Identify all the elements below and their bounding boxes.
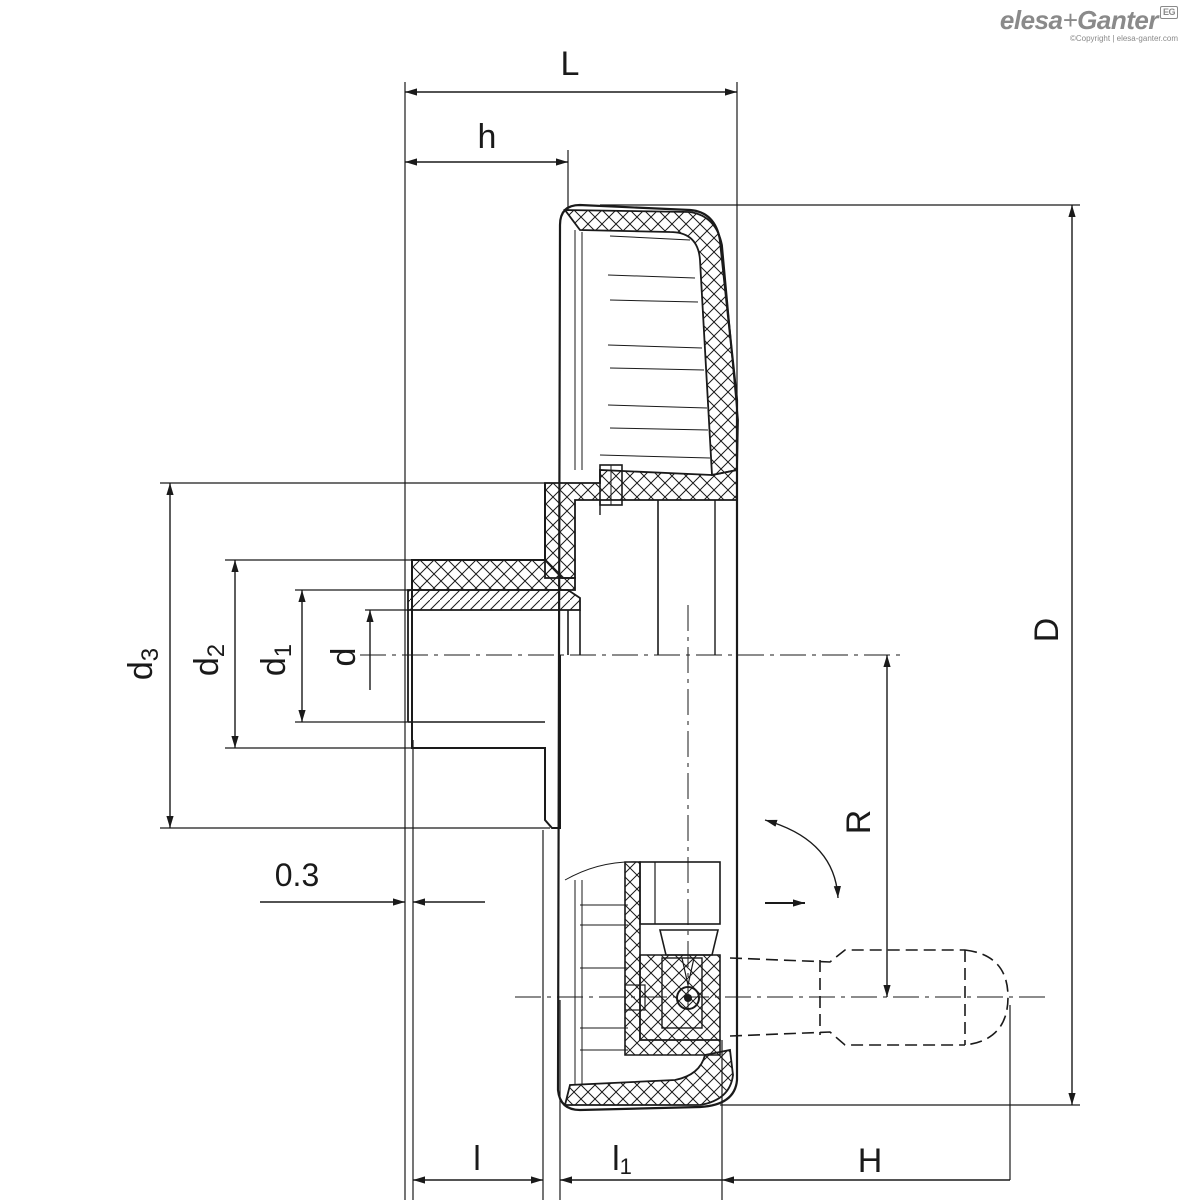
rotate-arrow bbox=[764, 819, 841, 899]
label-D: D bbox=[1028, 618, 1066, 643]
svg-text:d1: d1 bbox=[255, 644, 297, 676]
label-h: h bbox=[478, 118, 497, 156]
dimension-labels: L h D d3 d2 d1 d R 0.3 l l1 H bbox=[122, 45, 1066, 1180]
label-R: R bbox=[840, 810, 878, 835]
label-d: d bbox=[325, 648, 363, 667]
label-l: l bbox=[473, 1140, 481, 1178]
brand-name-right: Ganter bbox=[1077, 5, 1158, 35]
label-d2: d2 bbox=[188, 644, 230, 676]
brand-name-plus: + bbox=[1062, 5, 1078, 35]
label-gap: 0.3 bbox=[275, 857, 319, 893]
center-lines bbox=[360, 605, 1050, 1010]
handle-phantom bbox=[729, 949, 1009, 1046]
brand-badge: EG bbox=[1159, 6, 1178, 19]
hub-section bbox=[407, 483, 581, 829]
label-d1: d1 bbox=[255, 644, 297, 676]
label-l1: l1 bbox=[612, 1140, 632, 1179]
dimension-lines bbox=[166, 88, 1076, 1184]
svg-text:d2: d2 bbox=[188, 644, 230, 676]
extension-lines bbox=[160, 82, 1080, 1200]
brand-name-left: elesa bbox=[999, 5, 1063, 35]
label-d3: d3 bbox=[122, 648, 164, 680]
label-L: L bbox=[561, 45, 580, 83]
brand-copyright: ©Copyright | elesa-ganter.com bbox=[1069, 34, 1178, 43]
handle-mechanism bbox=[564, 861, 721, 1085]
label-H: H bbox=[858, 1142, 883, 1180]
svg-text:d3: d3 bbox=[122, 648, 164, 680]
